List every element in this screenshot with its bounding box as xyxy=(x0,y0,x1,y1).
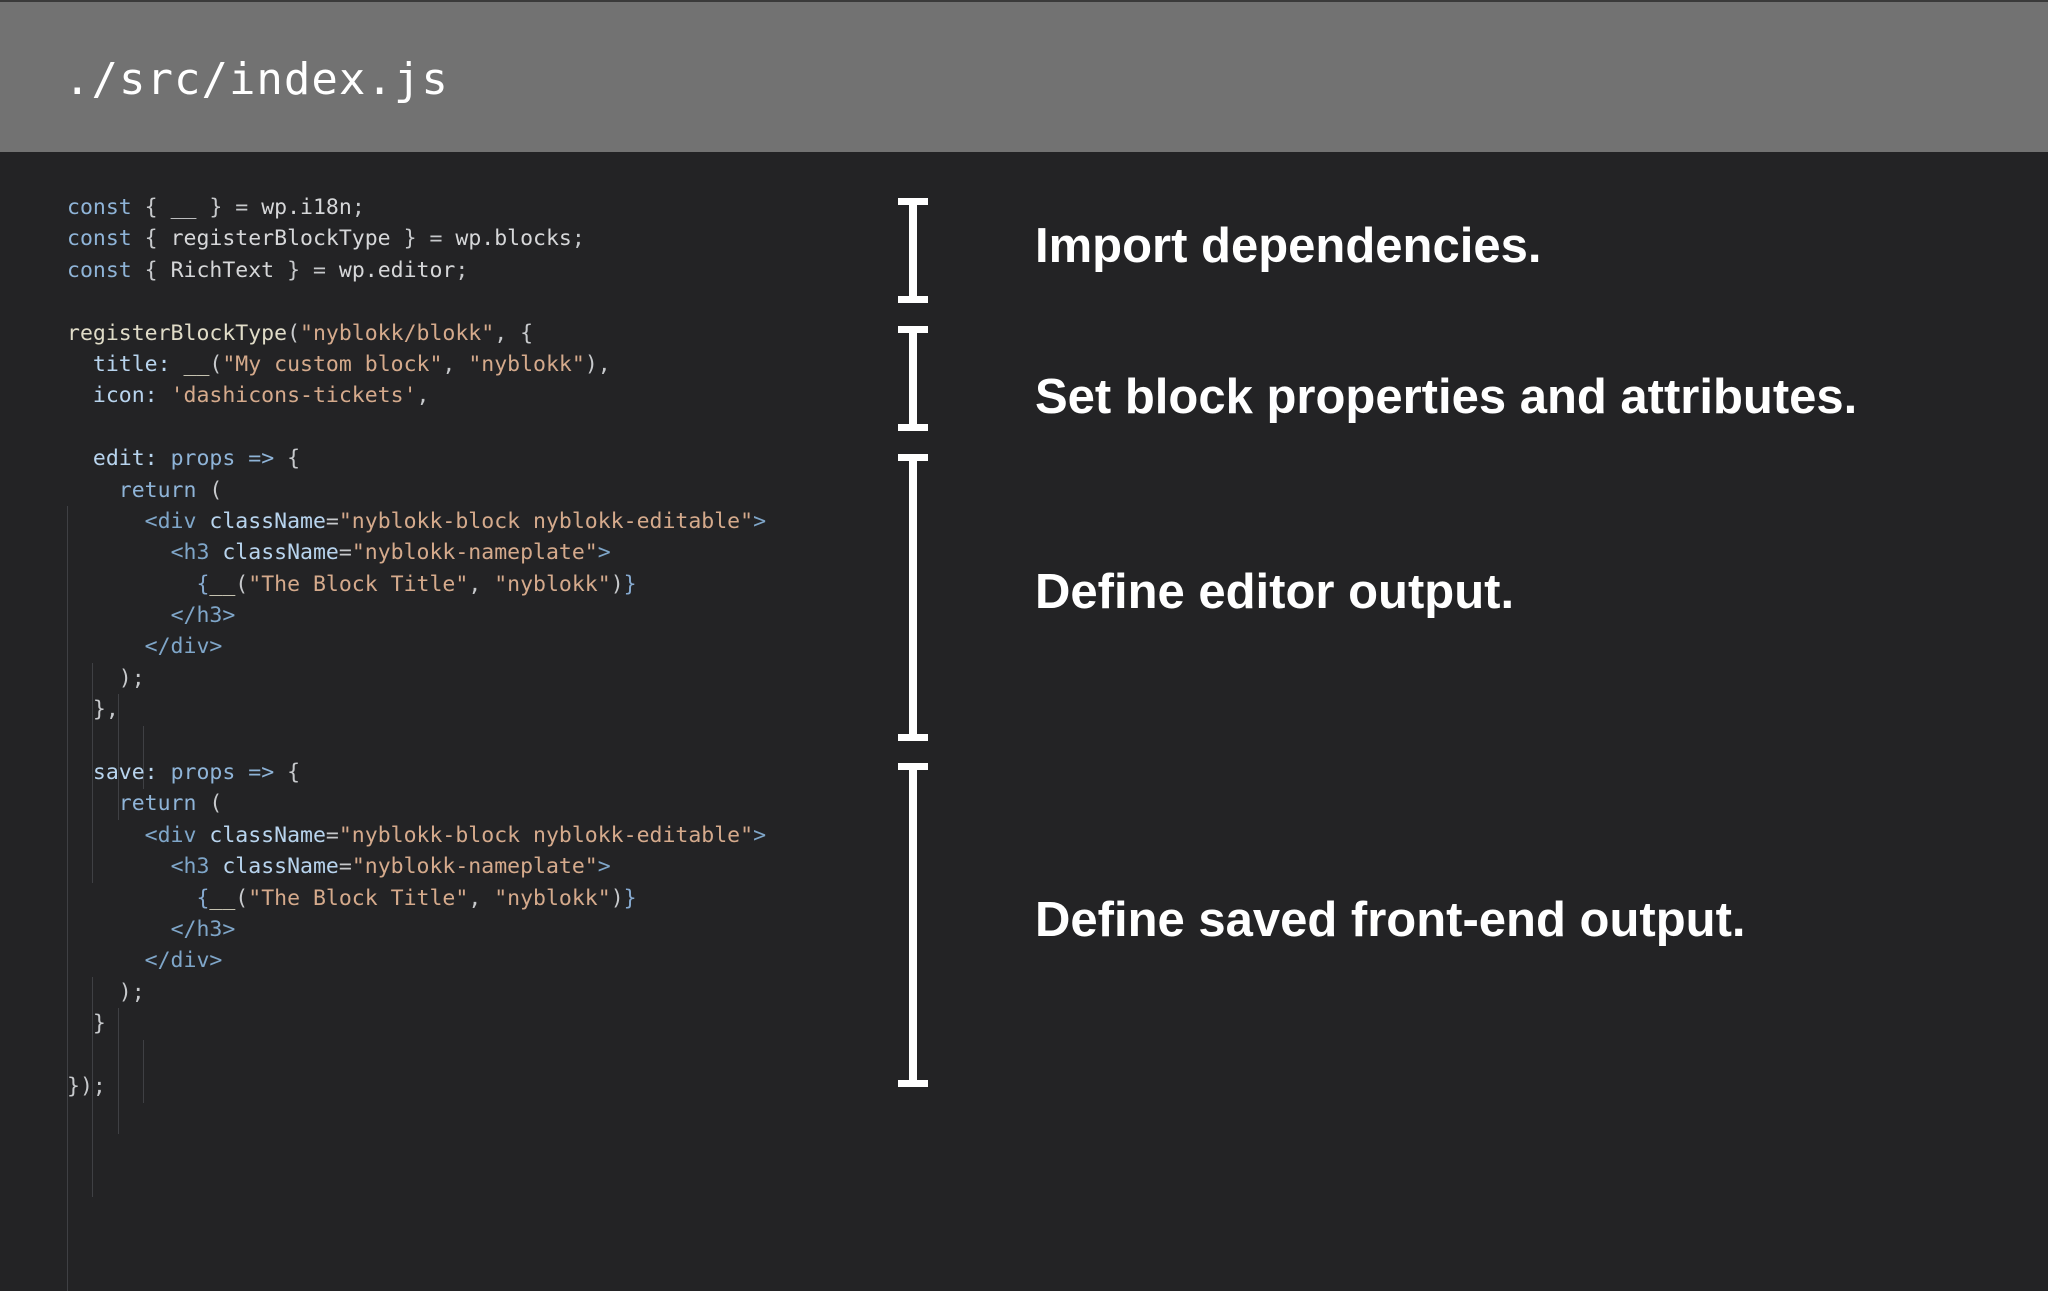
bracket-saved xyxy=(898,763,928,1087)
bracket-bar xyxy=(909,198,917,303)
code-line: <div className="nyblokk-block nyblokk-ed… xyxy=(144,508,767,534)
code-line: return ( xyxy=(118,791,223,817)
code-line: </div> xyxy=(144,948,223,974)
code-line: edit: props => { xyxy=(92,446,301,472)
indent-guide xyxy=(92,977,93,1197)
bracket-bar xyxy=(909,763,917,1087)
code-line: </h3> xyxy=(170,916,236,942)
bracket-properties xyxy=(898,326,928,431)
code-line-blank xyxy=(67,1040,766,1071)
code-line: }, xyxy=(92,697,119,723)
indent-guide xyxy=(92,663,93,883)
code-line: title: __("My custom block", "nyblokk"), xyxy=(92,351,611,377)
code-line: const { RichText } = wp.editor; xyxy=(67,257,469,283)
bracket-cap xyxy=(898,424,928,431)
indent-guide xyxy=(143,726,144,789)
label-block-properties: Set block properties and attributes. xyxy=(1035,370,1858,424)
indent-guide xyxy=(118,1008,119,1134)
code-line: </div> xyxy=(144,634,223,660)
code-line: ); xyxy=(118,979,145,1005)
label-import-dependencies: Import dependencies. xyxy=(1035,219,1542,273)
bracket-bar xyxy=(909,326,917,431)
code-line: <h3 className="nyblokk-nameplate"> xyxy=(170,540,611,566)
code-line-blank xyxy=(67,412,766,443)
code-line: return ( xyxy=(118,477,223,503)
code-line: const { registerBlockType } = wp.blocks; xyxy=(67,226,585,252)
code-line: <div className="nyblokk-block nyblokk-ed… xyxy=(144,822,767,848)
indent-guide xyxy=(143,1040,144,1103)
code-line-blank xyxy=(67,286,766,317)
bracket-cap xyxy=(898,1080,928,1087)
label-editor-output: Define editor output. xyxy=(1035,565,1515,619)
code-block: const { __ } = wp.i18n; const { register… xyxy=(67,192,767,1291)
code-line: ); xyxy=(118,665,145,691)
code-line: {__("The Block Title", "nyblokk")} xyxy=(196,885,637,911)
code-line: {__("The Block Title", "nyblokk")} xyxy=(196,571,637,597)
code-line: icon: 'dashicons-tickets', xyxy=(92,383,430,409)
code-line: save: props => { xyxy=(92,760,301,786)
code-line: <h3 className="nyblokk-nameplate"> xyxy=(170,854,611,880)
bracket-editor xyxy=(898,454,928,741)
bracket-imports xyxy=(898,198,928,303)
label-saved-output: Define saved front-end output. xyxy=(1035,893,1746,947)
code-line: } xyxy=(92,1011,106,1037)
indent-guide xyxy=(67,506,68,1291)
bracket-cap xyxy=(898,296,928,303)
code-line: </h3> xyxy=(170,603,236,629)
code-line: const { __ } = wp.i18n; xyxy=(67,195,365,220)
title-bar: ./src/index.js xyxy=(0,0,2048,152)
indent-guide xyxy=(118,694,119,820)
file-path-title: ./src/index.js xyxy=(64,54,449,105)
bracket-bar xyxy=(909,454,917,741)
bracket-cap xyxy=(898,734,928,741)
code-line: }); xyxy=(67,1073,106,1099)
code-line: registerBlockType("nyblokk/blokk", { xyxy=(67,320,534,346)
code-line-blank xyxy=(67,726,766,757)
